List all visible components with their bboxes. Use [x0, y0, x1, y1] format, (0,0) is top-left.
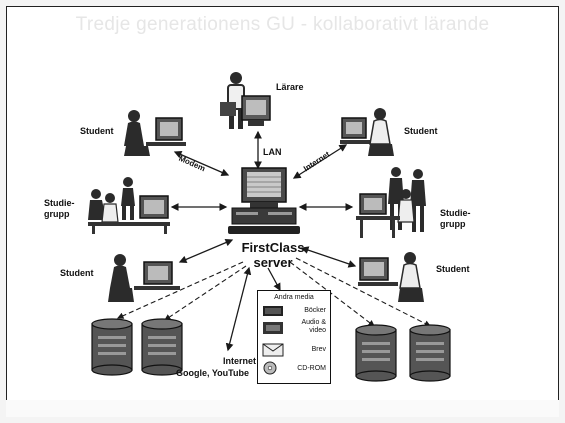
link-media — [267, 267, 281, 292]
link-student-mid-right — [300, 246, 357, 268]
study-group-right-label: Studie- grupp — [440, 208, 471, 229]
book-icon — [263, 306, 283, 316]
media-item-cdrom: CD-ROM — [297, 365, 326, 372]
link-internet — [292, 144, 348, 179]
bottom-bar — [6, 400, 559, 417]
student-top-right-icon — [340, 108, 394, 156]
databases-left-icon — [91, 318, 183, 376]
link-db-left-2 — [164, 265, 247, 321]
teacher-label: Lärare — [276, 82, 304, 92]
student-mid-right-icon — [358, 252, 424, 302]
database-left-1 — [91, 318, 133, 376]
study-group-left-label: Studie- grupp — [44, 198, 75, 219]
cd-rom-icon — [263, 361, 277, 375]
server-label: FirstClass server — [228, 240, 318, 270]
slide-title: Tredje generationens GU - kollaborativt … — [75, 14, 490, 35]
internet-node-label: Internet — [196, 356, 256, 367]
link-db-right-2 — [295, 257, 431, 327]
media-item-books: Böcker — [304, 307, 326, 314]
media-item-audio-video: Audio & video — [301, 319, 326, 334]
student-top-left-label: Student — [80, 126, 114, 136]
internet-node-sublabel: Google, YouTube — [176, 368, 249, 378]
student-top-right-label: Student — [404, 126, 438, 136]
student-mid-left-icon — [108, 254, 180, 302]
lan-label: LAN — [263, 147, 282, 157]
student-mid-left-label: Student — [60, 268, 94, 278]
database-right-2 — [409, 324, 451, 382]
server-label-line2: server — [253, 255, 293, 270]
media-box: Andra media Böcker Audio & video Brev CD… — [257, 290, 331, 384]
server-label-line1: FirstClass — [241, 240, 305, 255]
link-modem — [173, 151, 230, 176]
database-left-2 — [141, 318, 183, 376]
link-internet-web — [225, 266, 252, 352]
internet-node-label-line1: Internet — [222, 356, 256, 366]
video-icon — [263, 322, 283, 334]
link-student-mid-left — [178, 238, 234, 264]
student-top-left-icon — [124, 110, 186, 156]
databases-right-icon — [355, 324, 451, 382]
link-db-left-1 — [116, 261, 244, 319]
media-item-letters: Brev — [311, 346, 326, 353]
server-icon — [228, 167, 300, 234]
teacher-icon — [220, 72, 271, 129]
study-group-right-icon — [356, 167, 426, 238]
link-db-right-1 — [289, 261, 375, 327]
letter-icon — [262, 343, 284, 357]
media-box-title: Andra media — [274, 294, 314, 301]
study-group-left-icon — [88, 177, 170, 234]
student-mid-right-label: Student — [436, 264, 470, 274]
database-right-1 — [355, 324, 397, 382]
